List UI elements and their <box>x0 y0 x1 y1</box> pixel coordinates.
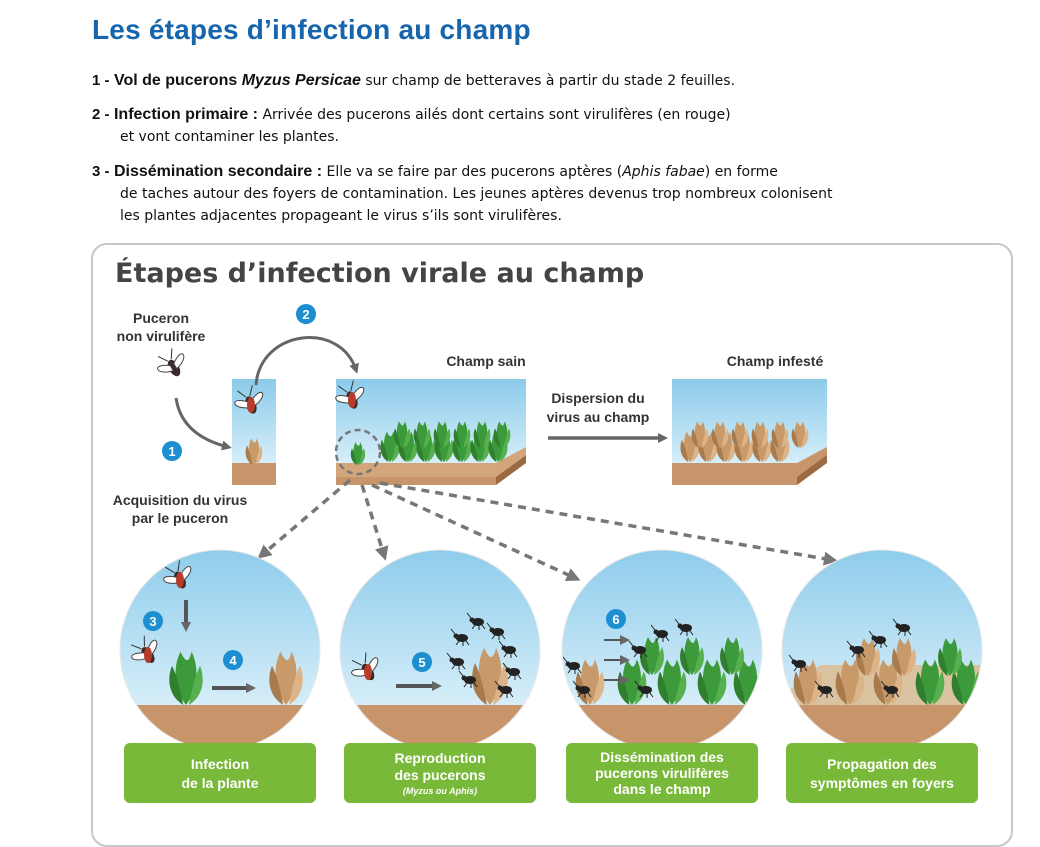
svg-text:Propagation des: Propagation des <box>827 756 937 772</box>
step-1-heading: Vol de pucerons <box>113 72 238 89</box>
label-healthy-field: Champ sain <box>446 353 525 369</box>
step-3-species: Aphis fabae <box>622 164 705 180</box>
step-2-number: 2 - <box>92 106 110 123</box>
step-3-line1a: Elle va se faire par des pucerons aptère… <box>322 164 623 180</box>
svg-text:2: 2 <box>302 307 309 322</box>
step-2: 2 - Infection primaire : Arrivée des puc… <box>92 104 731 148</box>
scene-plant-infection <box>120 550 320 750</box>
label-aphid-nonviru-2: non virulifère <box>117 328 206 344</box>
step-3-number: 3 - <box>92 163 110 180</box>
badge-2: 2 <box>296 304 316 324</box>
caption-box-3: Dissémination des pucerons virulifères d… <box>566 743 758 803</box>
infection-diagram: Puceron non virulifère Champ sain Champ … <box>113 304 983 803</box>
diagram-title: Étapes d’infection virale au champ <box>115 258 645 289</box>
label-dispersion-1: Dispersion du <box>551 390 644 406</box>
svg-text:1: 1 <box>168 444 175 459</box>
step-2-heading: Infection primaire : <box>113 106 258 123</box>
step-3-heading: Dissémination secondaire : <box>113 163 323 180</box>
step-1-text: sur champ de betteraves à partir du stad… <box>360 73 736 89</box>
svg-text:pucerons virulifères: pucerons virulifères <box>595 765 729 781</box>
scene-symptom-foci <box>782 550 982 750</box>
arrow-step-1 <box>174 397 232 451</box>
dashed-arrows <box>257 478 838 582</box>
badge-3: 3 <box>143 611 163 631</box>
svg-text:Infection: Infection <box>191 756 249 772</box>
svg-text:symptômes en foyers: symptômes en foyers <box>810 775 954 791</box>
label-acquisition-2: par le puceron <box>132 510 228 526</box>
svg-text:Dissémination des: Dissémination des <box>600 749 724 765</box>
step-2-line1: Arrivée des pucerons ailés dont certains… <box>258 107 731 123</box>
infested-field-scene <box>672 379 827 485</box>
scene-aphid-reproduction <box>340 550 540 750</box>
caption-box-1: Infection de la plante <box>124 743 316 803</box>
svg-text:3: 3 <box>149 614 156 629</box>
svg-text:de la plante: de la plante <box>181 775 258 791</box>
svg-text:dans le champ: dans le champ <box>613 781 710 797</box>
label-infested-field: Champ infesté <box>727 353 824 369</box>
svg-text:5: 5 <box>418 655 425 670</box>
svg-text:6: 6 <box>612 612 619 627</box>
step-2-line2: et vont contaminer les plantes. <box>120 129 339 145</box>
arrow-step-2 <box>254 336 359 386</box>
step-1-species: Myzus Persicae <box>241 72 361 89</box>
svg-text:(Myzus ou Aphis): (Myzus ou Aphis) <box>403 786 477 796</box>
step-1: 1 - Vol de pucerons Myzus Persicae sur c… <box>92 70 735 92</box>
label-acquisition-1: Acquisition du virus <box>113 492 248 508</box>
healthy-field-scene <box>331 377 526 485</box>
svg-text:des pucerons: des pucerons <box>394 767 485 783</box>
step-3: 3 - Dissémination secondaire : Elle va s… <box>92 161 833 227</box>
winged-aphid-icon <box>151 344 192 384</box>
svg-text:4: 4 <box>229 653 237 668</box>
label-dispersion-2: virus au champ <box>547 409 650 425</box>
badge-6: 6 <box>606 609 626 629</box>
caption-box-2: Reproduction des pucerons (Myzus ou Aphi… <box>344 743 536 803</box>
single-plant-scene <box>230 379 276 485</box>
badge-1: 1 <box>162 441 182 461</box>
step-3-line3: les plantes adjacentes propageant le vir… <box>120 208 562 224</box>
label-aphid-nonviru-1: Puceron <box>133 310 189 326</box>
badge-4: 4 <box>223 650 243 670</box>
page-title: Les étapes d’infection au champ <box>92 14 531 45</box>
step-3-line2: de taches autour des foyers de contamina… <box>120 186 833 202</box>
svg-text:Reproduction: Reproduction <box>395 750 486 766</box>
badge-5: 5 <box>412 652 432 672</box>
scene-viruliferous-dissemination <box>562 550 762 750</box>
step-1-number: 1 - <box>92 72 110 89</box>
caption-box-4: Propagation des symptômes en foyers <box>786 743 978 803</box>
step-3-line1b: ) en forme <box>704 164 778 180</box>
